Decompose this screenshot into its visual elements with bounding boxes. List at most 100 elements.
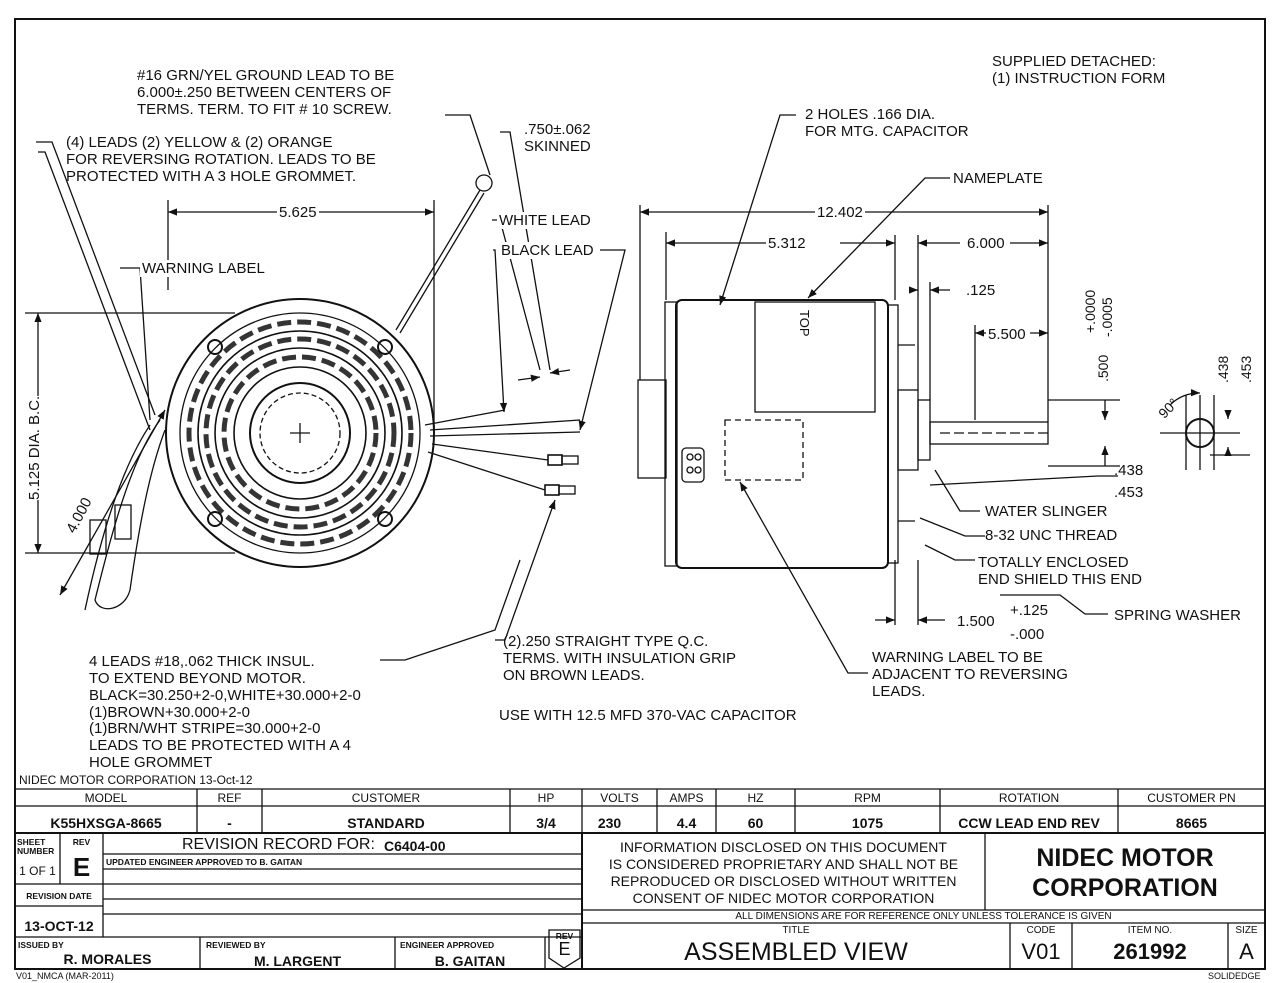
dim-5625: 5.625 (277, 204, 319, 221)
black-lead-label: BLACK LEAD (499, 242, 596, 259)
leads18-line7: HOLE GROMMET (89, 754, 213, 771)
reviewed-by: M. LARGENT (253, 953, 342, 969)
holes-note-line1: 2 HOLES .166 DIA. (805, 106, 936, 123)
title-block-grid (15, 788, 1265, 969)
dimension-note: ALL DIMENSIONS ARE FOR REFERENCE ONLY UN… (735, 911, 1112, 922)
leads-note-line3: PROTECTED WITH A 3 HOLE GROMMET. (66, 168, 357, 185)
white-lead-label: WHITE LEAD (497, 212, 593, 229)
issued-by-label: ISSUED BY (18, 940, 64, 950)
hdr-customer: CUSTOMER (351, 791, 421, 805)
dim-1500: 1.500 (955, 613, 997, 630)
val-rpm: 1075 (851, 815, 884, 831)
dim-5500: 5.500 (986, 326, 1028, 343)
skinned-note-line2: SKINNED (524, 138, 591, 155)
item-value: 261992 (1113, 939, 1187, 964)
engineer-label: ENGINEER APPROVED (400, 940, 495, 950)
nameplate-label: NAMEPLATE (953, 170, 1043, 187)
code-value: V01 (1021, 939, 1061, 964)
enclosed-line1: TOTALLY ENCLOSED (978, 554, 1129, 571)
solidedge-mark: SOLIDEDGE (1208, 971, 1261, 981)
rev-box-value: E (558, 939, 571, 959)
sheet-label-line1: SHEET (17, 837, 46, 847)
dim-plus-125: +.125 (1010, 602, 1048, 619)
dim-438: .438 (1114, 462, 1144, 479)
dim-minus-000: -.000 (1010, 626, 1045, 643)
issued-by: R. MORALES (63, 951, 152, 967)
revision-date-label: REVISION DATE (26, 891, 92, 901)
leads18-line2: TO EXTEND BEYOND MOTOR. (89, 670, 306, 687)
end-view (25, 114, 626, 661)
ground-note-line2: 6.000±.250 BETWEEN CENTERS OF (137, 84, 392, 101)
code-label: CODE (1026, 925, 1056, 936)
qc-terms-line2: TERMS. WITH INSULATION GRIP (503, 650, 737, 667)
hdr-volts: VOLTS (600, 791, 639, 805)
warning-adjacent-line1: WARNING LABEL TO BE (872, 649, 1043, 666)
proprietary-line2: IS CONSIDERED PROPRIETARY AND SHALL NOT … (608, 856, 959, 872)
hdr-amps: AMPS (669, 791, 704, 805)
rev-label: REV (72, 837, 91, 847)
skinned-note-line1: .750±.062 (524, 121, 591, 138)
dim-453-vert: .453 (1238, 355, 1254, 383)
dim-bc: 5.125 DIA. B.C. (26, 395, 43, 500)
reviewed-by-label: REVIEWED BY (206, 940, 266, 950)
warning-adjacent-line2: ADJACENT TO REVERSING (872, 666, 1068, 683)
dim-5312: 5.312 (766, 235, 808, 252)
item-label: ITEM NO. (1127, 925, 1173, 936)
ground-note-line1: #16 GRN/YEL GROUND LEAD TO BE (137, 67, 395, 84)
leads18-line5: (1)BRN/WHT STRIPE=30.000+2-0 (89, 720, 321, 737)
form-id: V01_NMCA (MAR-2011) (16, 971, 114, 981)
dim-453: .453 (1114, 484, 1144, 501)
hdr-ref: REF (217, 791, 242, 805)
dim-tol-minus: -.0005 (1099, 297, 1115, 337)
dim-tol-plus: +.0000 (1082, 289, 1098, 333)
engineer: B. GAITAN (434, 953, 506, 969)
enclosed-line2: END SHIELD THIS END (978, 571, 1142, 588)
drawing-title: ASSEMBLED VIEW (684, 938, 908, 966)
size-value: A (1239, 939, 1254, 964)
title-label: TITLE (782, 925, 810, 936)
size-label: SIZE (1235, 925, 1258, 936)
leads18-line6: LEADS TO BE PROTECTED WITH A 4 (89, 737, 352, 754)
supplied-note-line1: SUPPLIED DETACHED: (992, 53, 1156, 70)
company-line1: NIDEC MOTOR (1036, 844, 1214, 872)
proprietary-line3: REPRODUCED OR DISCLOSED WITHOUT WRITTEN (610, 873, 957, 889)
holes-note-line2: FOR MTG. CAPACITOR (805, 123, 969, 140)
leads18-line4: (1)BROWN+30.000+2-0 (89, 704, 250, 721)
leads-note-line1: (4) LEADS (2) YELLOW & (2) ORANGE (66, 134, 333, 151)
warning-label-label: WARNING LABEL (140, 260, 267, 277)
hdr-hp: HP (537, 791, 555, 805)
leads18-line1: 4 LEADS #18,.062 THICK INSUL. (89, 653, 315, 670)
val-model: K55HXSGA-8665 (50, 815, 162, 831)
val-volts: 230 (597, 815, 622, 831)
val-hz: 60 (747, 815, 764, 831)
rev-value: E (72, 852, 91, 882)
proprietary-line1: INFORMATION DISCLOSED ON THIS DOCUMENT (620, 839, 947, 855)
hdr-hz: HZ (747, 791, 764, 805)
hdr-model: MODEL (84, 791, 128, 805)
top-label: TOP (797, 310, 812, 337)
revision-record-label: REVISION RECORD FOR: (182, 836, 375, 853)
hdr-rotation: ROTATION (998, 791, 1060, 805)
revision-date: 13-OCT-12 (24, 918, 94, 934)
qc-terms-line1: (2).250 STRAIGHT TYPE Q.C. (503, 633, 709, 650)
capacitor-note: USE WITH 12.5 MFD 370-VAC CAPACITOR (499, 707, 797, 724)
val-hp: 3/4 (536, 815, 556, 831)
revision-record-value: C6404-00 (384, 838, 446, 854)
dim-125: .125 (964, 282, 998, 299)
side-view (637, 114, 1250, 674)
dim-6000: 6.000 (965, 235, 1007, 252)
val-ref: - (227, 815, 232, 831)
revision-note: UPDATED ENGINEER APPROVED TO B. GAITAN (106, 857, 303, 867)
rev-box-label: REV (555, 931, 574, 941)
spring-washer-label: SPRING WASHER (1114, 607, 1241, 624)
dim-438-vert: .438 (1215, 355, 1231, 383)
sheet-label-line2: NUMBER (17, 846, 55, 856)
val-amps: 4.4 (676, 815, 697, 831)
leads18-line3: BLACK=30.250+2-0,WHITE+30.000+2-0 (89, 687, 361, 704)
val-customer: STANDARD (347, 815, 425, 831)
dim-500: .500 (1095, 354, 1111, 382)
hdr-customer-pn: CUSTOMER PN (1147, 791, 1236, 805)
proprietary-line4: CONSENT OF NIDEC MOTOR CORPORATION (632, 890, 935, 906)
dim-12402: 12.402 (815, 204, 865, 221)
supplied-note-line2: (1) INSTRUCTION FORM (992, 70, 1166, 87)
